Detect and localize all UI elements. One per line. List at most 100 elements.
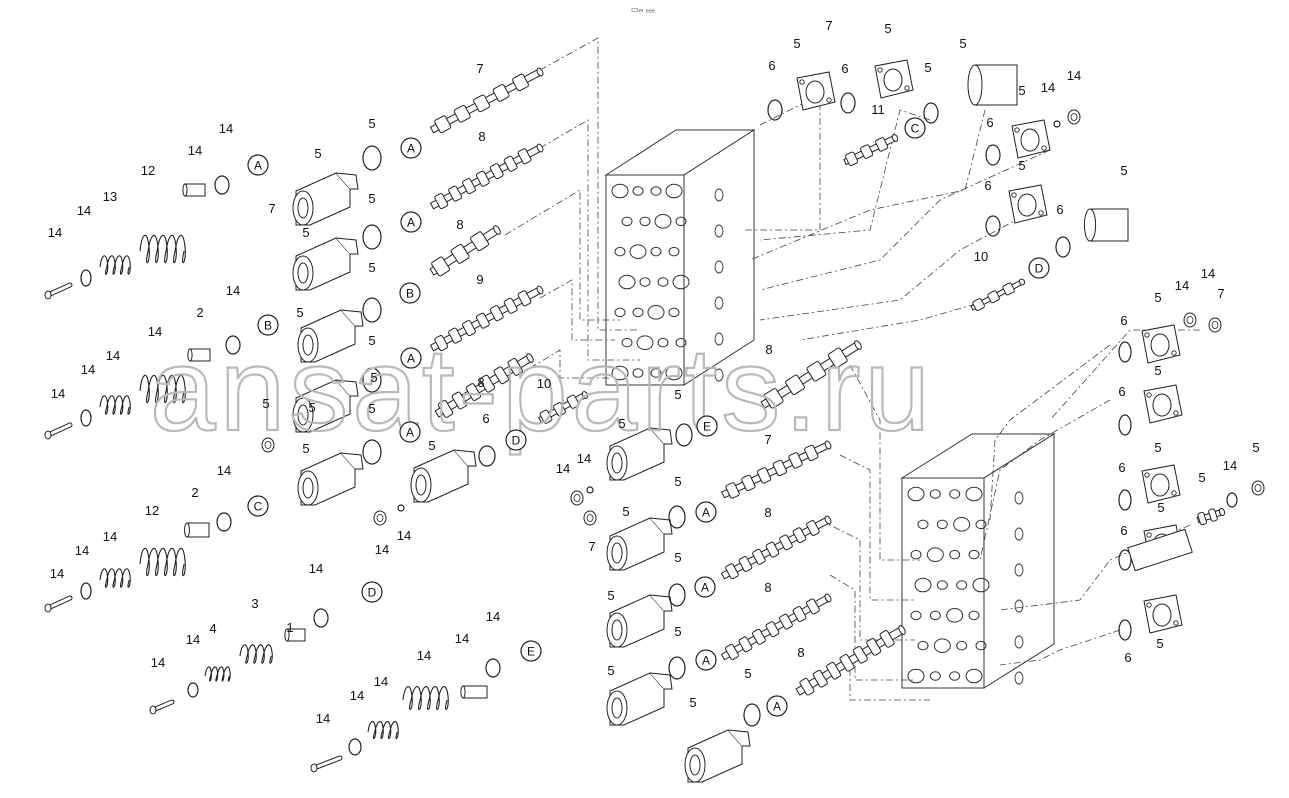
plug-head — [1208, 317, 1222, 333]
cap-bore — [292, 397, 314, 433]
main-spool — [720, 440, 832, 499]
part-number-label: 5 — [959, 36, 966, 51]
port-hole — [907, 668, 925, 684]
leader-line — [839, 454, 915, 601]
sleeve-end — [460, 685, 466, 699]
bolt-head — [310, 763, 318, 773]
spool-land — [812, 669, 828, 688]
part-number-label: 5 — [607, 588, 614, 603]
spool-land — [517, 148, 532, 165]
port-hole — [629, 244, 647, 259]
connection-marker: A — [694, 576, 716, 598]
port-hole — [972, 577, 990, 593]
connection-circle — [400, 211, 422, 233]
watermark: ansat-parts.ru — [149, 323, 931, 457]
part-number-label: 5 — [1018, 83, 1025, 98]
spool-land — [752, 628, 766, 645]
spring-sleeve — [284, 628, 306, 642]
side-port-hole — [714, 224, 724, 238]
part-number-label: 14 — [188, 143, 202, 158]
cap-flange — [335, 172, 359, 190]
spool-end — [824, 515, 832, 525]
spool-land — [772, 459, 788, 477]
spool-end — [536, 143, 544, 153]
relief-valve-cap — [410, 449, 477, 503]
part-number-label: 8 — [456, 217, 463, 232]
port-hole — [926, 547, 944, 562]
part-number-label: 11 — [871, 102, 885, 117]
port-hole — [650, 246, 662, 257]
flange-bolt-hole — [1146, 602, 1152, 608]
spring-sleeve — [182, 183, 206, 197]
o-ring — [923, 102, 939, 124]
spool-land — [741, 474, 756, 492]
connection-letter: A — [407, 142, 415, 156]
o-ring — [675, 423, 693, 447]
o-ring — [362, 297, 382, 323]
spool-land — [725, 482, 740, 499]
spool-land — [434, 115, 452, 134]
spool-cap — [606, 427, 673, 481]
inner-spring — [367, 720, 399, 740]
part-number-label: 5 — [368, 191, 375, 206]
spool-land — [437, 399, 454, 418]
spring-seat — [214, 175, 230, 195]
part-number-label: 5 — [314, 146, 321, 161]
part-number-label: 14 — [50, 566, 64, 581]
cap-bore-inner — [297, 262, 309, 284]
side-port-hole — [714, 188, 724, 202]
part-number-label: 6 — [1056, 202, 1063, 217]
valve-parts — [44, 59, 1265, 783]
spring-coil — [99, 255, 131, 275]
part-number-label: 8 — [765, 342, 772, 357]
cap-bore-inner — [611, 619, 623, 641]
leader-line — [759, 109, 931, 241]
outer-spring — [139, 547, 186, 577]
cap-bore — [297, 470, 319, 506]
leader-line — [999, 629, 1121, 666]
o-ring — [1118, 341, 1132, 363]
plug-recess — [586, 514, 594, 522]
cap-bore — [606, 690, 628, 726]
lower-valve-body — [900, 433, 1056, 689]
leader-line — [759, 209, 1036, 321]
main-spool — [429, 143, 544, 210]
part-number-label: 6 — [768, 58, 775, 73]
part-number-label: 14 — [103, 529, 117, 544]
flange-bore — [1152, 393, 1172, 417]
spool-land — [804, 444, 819, 462]
part-number-label: 14 — [455, 631, 469, 646]
part-number-label: 14 — [151, 655, 165, 670]
flange-plate — [1143, 594, 1183, 634]
connection-marker: C — [247, 495, 269, 517]
part-labels: 1223455555555555555555555555555555555555… — [48, 18, 1260, 726]
spring-seat — [485, 658, 501, 678]
spool-cap — [684, 729, 751, 783]
leader-line — [539, 119, 640, 361]
flange-plate — [796, 71, 836, 111]
part-number-label: 6 — [482, 411, 489, 426]
part-number-label: 10 — [537, 376, 551, 391]
flange-bolt-hole — [877, 67, 883, 73]
main-spool — [795, 625, 906, 696]
part-number-label: 5 — [674, 387, 681, 402]
port-hole — [949, 671, 961, 681]
spool-end — [898, 625, 906, 635]
flange-cover — [1008, 184, 1048, 224]
spool-cap — [292, 237, 359, 291]
spool-land — [738, 556, 753, 572]
part-number-label: 8 — [764, 505, 771, 520]
valve-bodies — [604, 129, 1056, 689]
part-number-label: 7 — [268, 201, 275, 216]
port-hole — [632, 368, 644, 378]
o-ring — [478, 445, 496, 467]
spring-coil — [402, 686, 449, 710]
port-hole — [614, 307, 626, 318]
part-number-label: 7 — [764, 432, 771, 447]
part-number-label: 5 — [607, 663, 614, 678]
cap-bore-inner — [297, 404, 309, 426]
o-ring — [362, 439, 382, 465]
small-plug — [373, 510, 387, 526]
relief-cartridge — [1196, 507, 1226, 526]
port-hole — [968, 610, 980, 621]
